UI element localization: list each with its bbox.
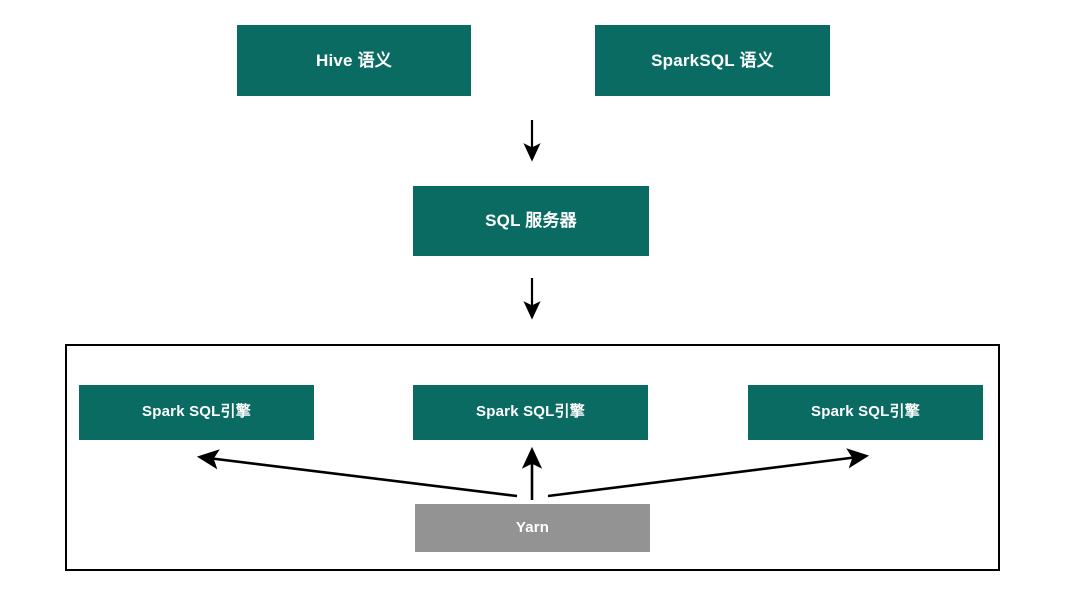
node-sparksql-semantics[interactable]: SparkSQL 语义 bbox=[595, 25, 830, 96]
node-sql-server[interactable]: SQL 服务器 bbox=[413, 186, 649, 256]
node-hive-semantics[interactable]: Hive 语义 bbox=[237, 25, 471, 96]
cluster-container bbox=[65, 344, 1000, 571]
node-spark-sql-engine-right[interactable]: Spark SQL引擎 bbox=[748, 385, 983, 440]
node-sql-server-label: SQL 服务器 bbox=[485, 211, 577, 231]
node-spark-sql-engine-center-label: Spark SQL引擎 bbox=[476, 403, 585, 421]
node-sparksql-semantics-label: SparkSQL 语义 bbox=[651, 50, 774, 70]
node-spark-sql-engine-right-label: Spark SQL引擎 bbox=[811, 403, 920, 421]
node-yarn[interactable]: Yarn bbox=[415, 504, 650, 552]
node-spark-sql-engine-left[interactable]: Spark SQL引擎 bbox=[79, 385, 314, 440]
node-hive-semantics-label: Hive 语义 bbox=[315, 50, 393, 70]
node-spark-sql-engine-left-label: Spark SQL引擎 bbox=[142, 403, 251, 421]
node-yarn-label: Yarn bbox=[515, 518, 550, 536]
node-spark-sql-engine-center[interactable]: Spark SQL引擎 bbox=[413, 385, 648, 440]
